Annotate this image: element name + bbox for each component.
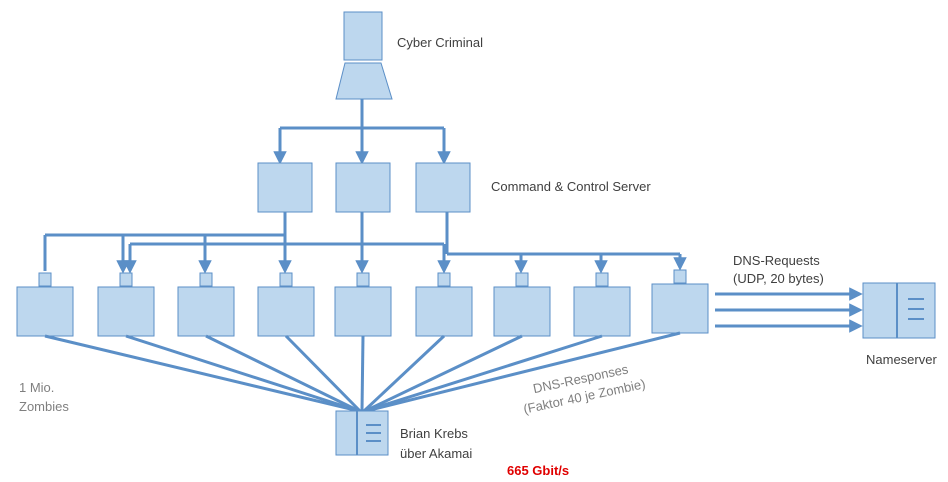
zombie-3: [177, 272, 235, 337]
zombie-1: [16, 272, 74, 337]
nameserver-icon: [862, 282, 936, 339]
bandwidth-label: 665 Gbit/s: [507, 463, 569, 478]
cnc-label: Command & Control Server: [491, 179, 651, 194]
zombie-2: [97, 272, 155, 337]
cnc-server-1: [257, 162, 313, 213]
attacker-label: Cyber Criminal: [397, 35, 483, 50]
dns-request-arrows: [715, 287, 863, 333]
target-server-icon: [335, 410, 389, 456]
zombie-response-lines: [44, 331, 681, 413]
zombie-7: [493, 272, 551, 337]
cyber-criminal-icon: [335, 11, 393, 100]
cnc-to-zombie-lines: [43, 212, 687, 274]
zombies: [16, 269, 709, 337]
attacker-to-cnc-lines: [273, 99, 451, 165]
cnc-server-3: [415, 162, 471, 213]
zombie-4: [257, 272, 315, 337]
nameserver-label: Nameserver: [866, 352, 937, 367]
dns-requests-line2: (UDP, 20 bytes): [733, 271, 824, 286]
cnc-server-2: [335, 162, 391, 213]
zombie-5: [334, 272, 392, 337]
zombies-label-line1: 1 Mio.: [19, 380, 54, 395]
target-label-line1: Brian Krebs: [400, 426, 468, 441]
zombies-label-line2: Zombies: [19, 399, 69, 414]
target-label-line2: über Akamai: [400, 446, 472, 461]
dns-requests-line1: DNS-Requests: [733, 253, 820, 268]
zombie-8: [573, 272, 631, 337]
zombie-9: [651, 269, 709, 334]
cnc-servers: [257, 162, 471, 213]
zombie-6: [415, 272, 473, 337]
